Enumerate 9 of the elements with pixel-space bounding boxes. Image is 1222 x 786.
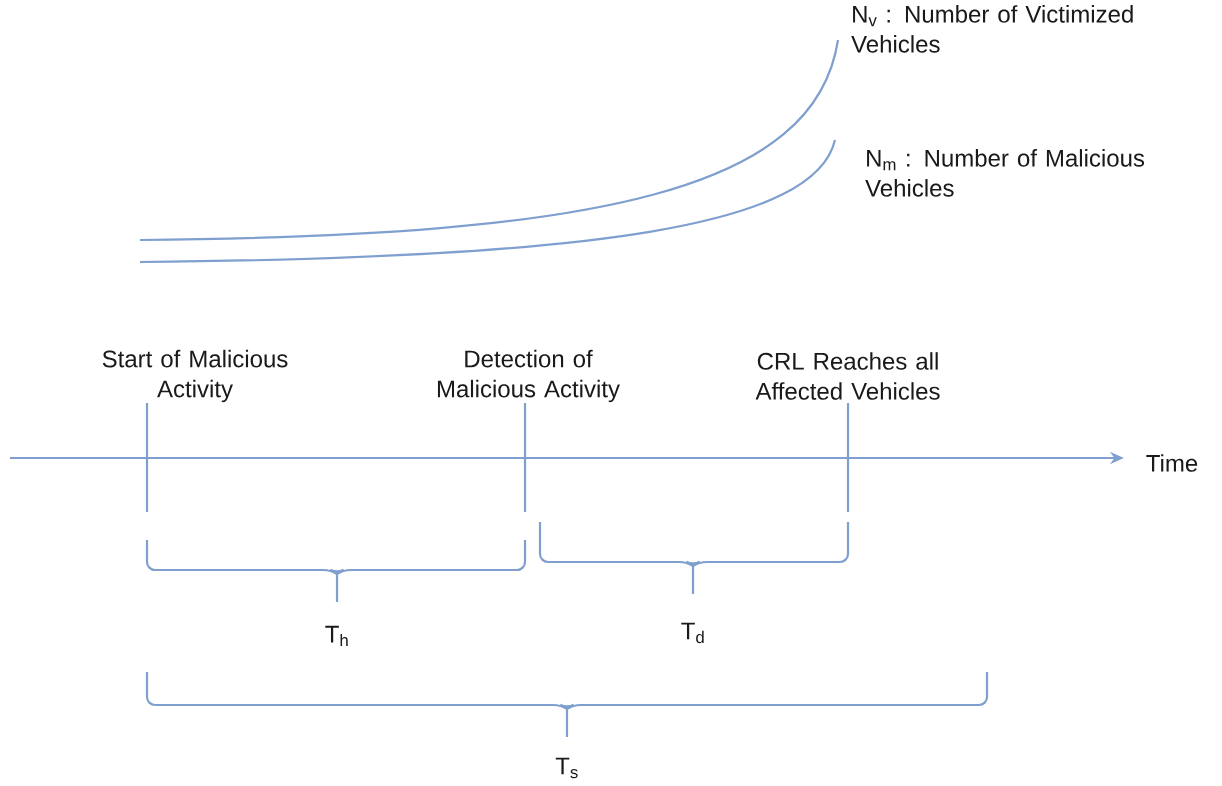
event-label: Detection of Malicious Activity (437, 349, 620, 403)
curve-label: N$_{m}$ : Number of Malicious Vehicles (865, 149, 1145, 197)
curve-label: N$_{v}$ : Number of Victimized Vehicles (851, 5, 1133, 53)
axis-label: Time (1146, 454, 1198, 472)
interval-label: T$_{d}$ (681, 622, 704, 644)
interval-label: T$_{h}$ (325, 625, 348, 647)
interval-label: T$_{s}$ (555, 757, 578, 779)
event-label: Start of Malicious Activity (102, 349, 288, 403)
event-label: CRL Reaches all Affected Vehicles (755, 352, 940, 400)
